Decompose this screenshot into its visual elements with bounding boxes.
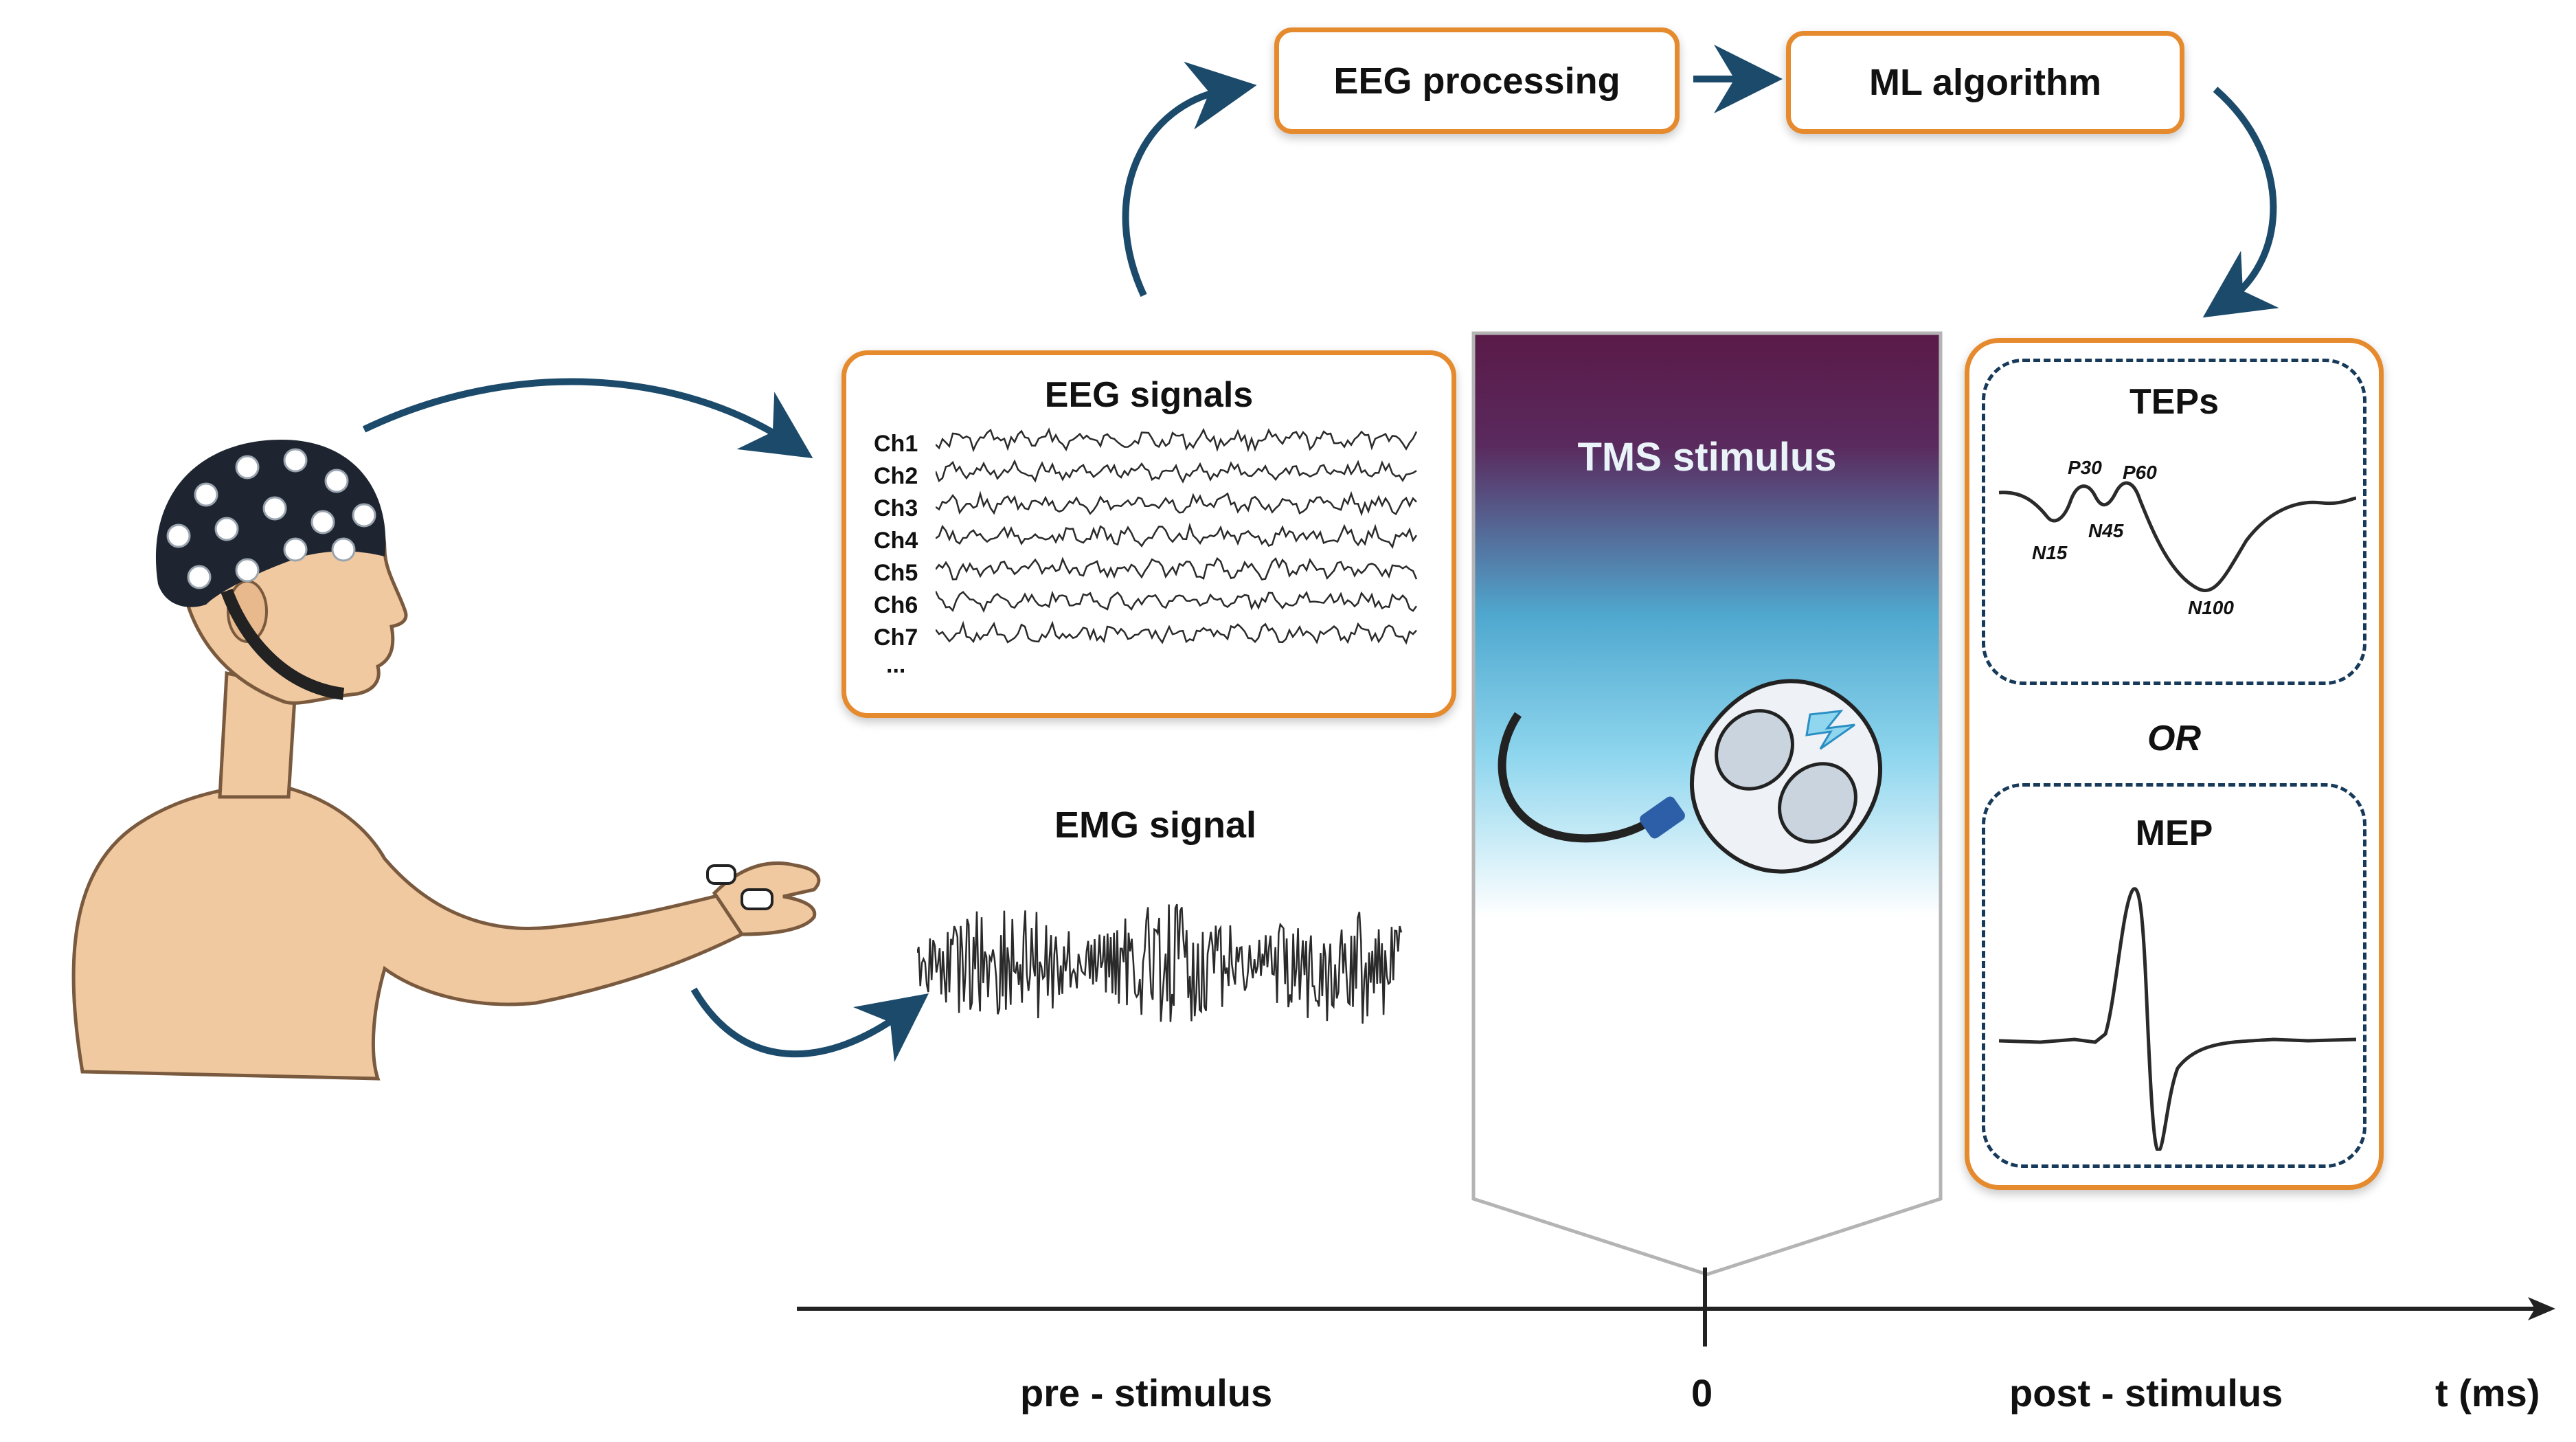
mep-panel: MEP	[1982, 783, 2366, 1168]
eeg-waveforms	[936, 427, 1418, 645]
channel-label: Ch7	[874, 624, 918, 651]
curved-arrow-icon	[2202, 87, 2279, 318]
eeg-cap-icon	[155, 440, 386, 607]
curved-arrow-icon	[1122, 61, 1257, 297]
mep-waveform	[1999, 887, 2356, 1151]
channel-label: Ch6	[874, 592, 918, 618]
eeg-channel-list: Ch1 Ch2 Ch3 Ch4 Ch5 Ch6 Ch7 ...	[874, 431, 929, 706]
ml-algorithm-box: ML algorithm	[1786, 31, 2184, 134]
torso	[71, 781, 745, 1081]
tms-stimulus-panel	[1471, 331, 1943, 1276]
emg-waveform	[917, 903, 1403, 1024]
curved-arrow-icon	[690, 987, 929, 1062]
tep-waveform	[1999, 481, 2356, 592]
channel-label: Ch4	[874, 528, 918, 554]
curved-arrow-icon	[362, 378, 813, 458]
channel-label: Ch1	[874, 431, 918, 457]
eeg-processing-box: EEG processing	[1274, 27, 1680, 134]
zero-label: 0	[1691, 1371, 1713, 1415]
eeg-trace	[936, 491, 1417, 517]
teps-title: TEPs	[2129, 382, 2219, 422]
tms-stimulus-title: TMS stimulus	[1577, 435, 1837, 480]
emg-signal-title: EMG signal	[1054, 804, 1257, 846]
peak-label-n100: N100	[2188, 597, 2234, 618]
tep-trace	[1999, 481, 2356, 592]
eeg-trace	[936, 590, 1418, 613]
ml-algorithm-label: ML algorithm	[1868, 62, 2101, 103]
channel-label: ...	[886, 652, 906, 678]
channel-label: Ch3	[874, 495, 918, 521]
channel-label: Ch2	[874, 463, 918, 489]
pre-stimulus-label: pre - stimulus	[1020, 1371, 1273, 1415]
eeg-trace	[936, 556, 1418, 581]
mep-trace	[1999, 887, 2356, 1151]
eeg-trace	[936, 459, 1417, 484]
emg-sensor-icon	[706, 864, 773, 910]
eeg-trace	[936, 522, 1418, 549]
post-stimulus-label: post - stimulus	[2009, 1371, 2283, 1415]
or-label: OR	[2147, 719, 2201, 758]
eeg-signals-title: EEG signals	[1044, 375, 1254, 415]
subject-illustration	[71, 440, 821, 1081]
peak-label-p60: P60	[2123, 462, 2157, 483]
eeg-signals-box: EEG signals Ch1 Ch2 Ch3 Ch4 Ch5 Ch6 Ch7 …	[841, 350, 1456, 718]
emg-trace	[917, 903, 1403, 1024]
peak-label-p30: P30	[2068, 457, 2102, 478]
eeg-processing-label: EEG processing	[1333, 60, 1620, 102]
tms-coil-icon	[1498, 679, 1883, 874]
outputs-box	[1965, 338, 2384, 1190]
mep-title: MEP	[2135, 813, 2213, 853]
peak-label-n45: N45	[2088, 520, 2124, 541]
time-unit-label: t (ms)	[2435, 1371, 2540, 1415]
channel-label: Ch5	[874, 560, 918, 586]
eeg-trace	[936, 620, 1417, 645]
eeg-trace	[936, 427, 1418, 453]
peak-label-n15: N15	[2032, 542, 2068, 563]
teps-panel: TEPs P30 P60 N15 N45 N100	[1982, 359, 2366, 685]
lightning-icon	[1805, 710, 1855, 750]
